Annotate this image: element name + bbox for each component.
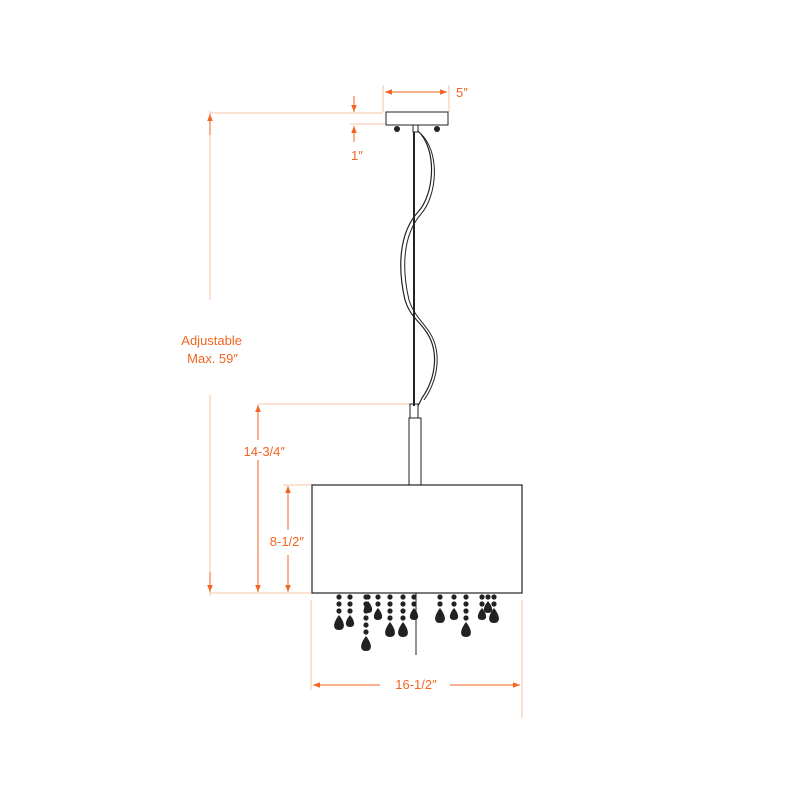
label-canopy-height: 1″ <box>351 148 363 163</box>
crystal-drop <box>483 601 493 613</box>
crystal-drop <box>385 622 395 637</box>
crystal-bead <box>387 601 393 607</box>
crystal-strand <box>385 594 395 637</box>
crystal-strand <box>461 594 471 637</box>
crystal-bead <box>491 594 497 600</box>
crystal-bead <box>463 594 469 600</box>
label-fixture-height: 14-3/4″ <box>244 444 286 459</box>
crystal-strand <box>409 594 419 620</box>
canopy-screw <box>394 126 400 132</box>
crystal-strands <box>334 594 499 651</box>
stem <box>408 417 422 486</box>
crystal-drop <box>345 615 355 627</box>
label-overall-height: Adjustable <box>181 333 242 348</box>
crystal-drop <box>409 608 419 620</box>
crystal-bead <box>411 594 417 600</box>
label-canopy-width: 5″ <box>456 85 468 100</box>
crystal-bead <box>363 615 369 621</box>
crystal-strand <box>363 594 373 613</box>
crystal-strand <box>398 594 408 637</box>
crystal-strand <box>373 594 383 620</box>
power-cord-outline <box>404 132 438 401</box>
crystal-bead <box>479 594 485 600</box>
crystal-bead <box>387 594 393 600</box>
extension-lines <box>209 85 523 718</box>
crystal-bead <box>375 594 381 600</box>
crystal-bead <box>400 594 406 600</box>
crystal-strand <box>483 594 493 613</box>
crystal-bead <box>387 615 393 621</box>
crystal-bead <box>400 608 406 614</box>
crystal-bead <box>400 601 406 607</box>
crystal-drop <box>361 636 371 651</box>
crystal-strand <box>345 594 355 627</box>
crystal-bead <box>437 594 443 600</box>
label-shade-width: 16-1/2″ <box>395 677 437 692</box>
canopy <box>385 111 449 126</box>
dimension-labels: 5″ 1″ Adjustable Max. 59″ 14-3/4″ 8-1/2″… <box>181 85 468 692</box>
crystal-strand <box>334 594 344 630</box>
crystal-bead <box>451 601 457 607</box>
crystal-drop <box>461 622 471 637</box>
crystal-bead <box>336 608 342 614</box>
crystal-strand <box>489 594 499 623</box>
crystal-drop <box>477 608 487 620</box>
crystal-bead <box>336 601 342 607</box>
crystal-bead <box>347 608 353 614</box>
crystal-bead <box>451 594 457 600</box>
rod-coupling <box>409 403 419 419</box>
crystal-bead <box>347 601 353 607</box>
crystal-bead <box>463 615 469 621</box>
crystal-bead <box>363 629 369 635</box>
canopy-screw <box>434 126 440 132</box>
crystal-bead <box>336 594 342 600</box>
fixture <box>311 111 523 655</box>
crystal-drop <box>363 601 373 613</box>
crystal-bead <box>479 601 485 607</box>
crystal-strand <box>477 594 487 620</box>
crystal-bead <box>347 594 353 600</box>
crystal-drop <box>435 608 445 623</box>
crystal-drop <box>334 615 344 630</box>
label-shade-height: 8-1/2″ <box>270 534 305 549</box>
crystal-bead <box>411 601 417 607</box>
crystal-drop <box>489 608 499 623</box>
power-cord <box>400 130 436 407</box>
crystal-strand <box>435 594 445 623</box>
crystal-strand <box>449 594 459 620</box>
crystal-bead <box>400 615 406 621</box>
crystal-bead <box>463 601 469 607</box>
crystal-bead <box>387 608 393 614</box>
crystal-bead <box>375 601 381 607</box>
crystal-drop <box>373 608 383 620</box>
crystal-bead <box>485 594 491 600</box>
label-overall-height-max: Max. 59″ <box>187 351 238 366</box>
crystal-drop <box>449 608 459 620</box>
crystal-drop <box>398 622 408 637</box>
crystal-bead <box>365 594 371 600</box>
crystal-bead <box>491 601 497 607</box>
crystal-bead <box>363 622 369 628</box>
dimension-lines <box>207 89 520 688</box>
cable-hook <box>412 124 419 133</box>
drum-shade <box>311 484 523 594</box>
crystal-bead <box>437 601 443 607</box>
crystal-bead <box>463 608 469 614</box>
